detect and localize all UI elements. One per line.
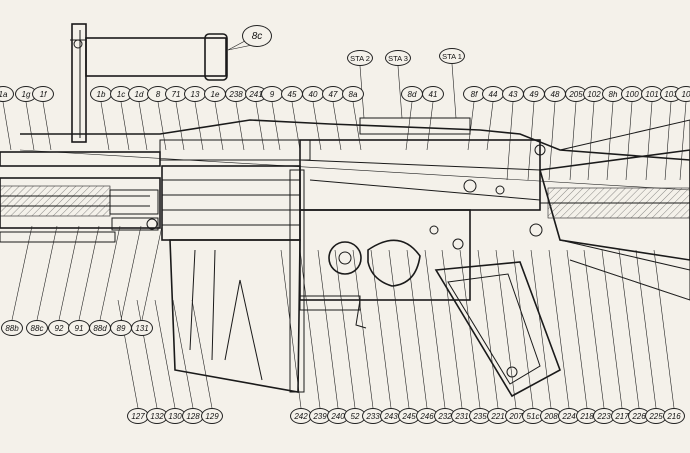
callout-41: 41 xyxy=(422,86,444,102)
callout-127: 127 xyxy=(127,408,149,424)
callout-8: 8 xyxy=(147,86,169,102)
callout-1b: 1b xyxy=(90,86,112,102)
callout-1f: 1f xyxy=(32,86,54,102)
callout-88c: 88c xyxy=(26,320,48,336)
callout-8a: 8a xyxy=(342,86,364,102)
callout-1c: 1c xyxy=(110,86,132,102)
callout-225: 225 xyxy=(645,408,667,424)
leader-lines xyxy=(2,43,687,409)
callout-8h: 8h xyxy=(602,86,624,102)
callout-231: 231 xyxy=(451,408,473,424)
carrying-handle xyxy=(70,23,259,143)
callout-88d: 88d xyxy=(89,320,111,336)
callout-sta3: STA 3 xyxy=(385,50,411,66)
callout-sta2: STA 2 xyxy=(347,50,373,66)
recoil-buffer xyxy=(538,149,690,271)
callout-218: 218 xyxy=(576,408,598,424)
callout-216: 216 xyxy=(663,408,685,424)
callout-44: 44 xyxy=(482,86,504,102)
callout-92: 92 xyxy=(48,320,70,336)
callout-9: 9 xyxy=(261,86,283,102)
magazine xyxy=(161,165,305,393)
callout-47: 47 xyxy=(322,86,344,102)
butt-stock xyxy=(559,119,690,301)
callout-49: 49 xyxy=(523,86,545,102)
callout-91: 91 xyxy=(68,320,90,336)
callout-1e: 1e xyxy=(204,86,226,102)
callout-40: 40 xyxy=(302,86,324,102)
callout-129: 129 xyxy=(201,408,223,424)
callout-45: 45 xyxy=(281,86,303,102)
callout-131: 131 xyxy=(131,320,153,336)
callout-238: 238 xyxy=(225,86,247,102)
callout-88b: 88b xyxy=(1,320,23,336)
callout-13: 13 xyxy=(184,86,206,102)
callout-205: 205 xyxy=(565,86,587,102)
callout-71: 71 xyxy=(165,86,187,102)
callout-100: 100 xyxy=(621,86,643,102)
callout-8c: 8c xyxy=(242,25,272,47)
callout-51c: 51c xyxy=(522,408,544,424)
callout-8d: 8d xyxy=(401,86,423,102)
callout-sta1: STA 1 xyxy=(439,48,465,64)
callout-10-edge: 10 xyxy=(675,86,690,102)
callout-128: 128 xyxy=(182,408,204,424)
barrel-jacket xyxy=(0,151,161,243)
callout-43: 43 xyxy=(502,86,524,102)
callout-89: 89 xyxy=(110,320,132,336)
pistol-grip xyxy=(434,261,561,398)
callout-48: 48 xyxy=(544,86,566,102)
